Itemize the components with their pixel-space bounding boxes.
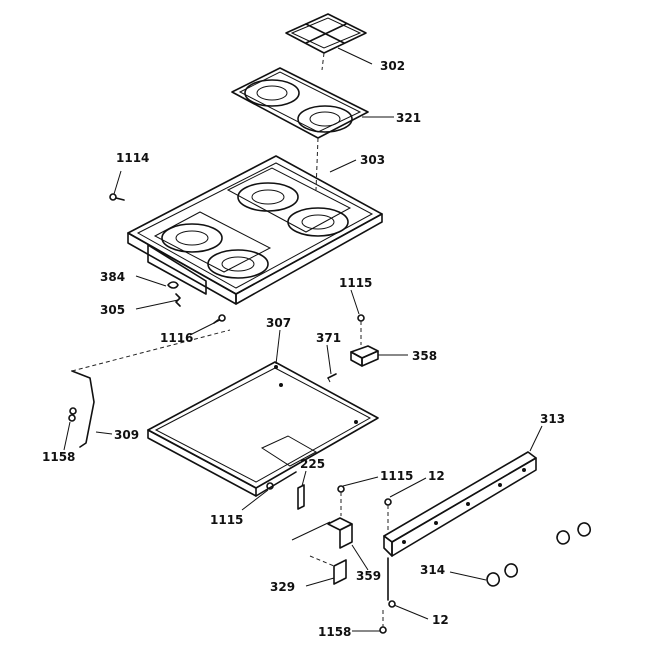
callout-labels: 302 321 303 1114 384 305 1115 1116 307 3… bbox=[42, 59, 565, 639]
callout-307: 307 bbox=[266, 316, 291, 330]
callout-321: 321 bbox=[396, 111, 421, 125]
callout-225: 225 bbox=[300, 457, 325, 471]
part-1115-screw-c bbox=[337, 485, 345, 516]
part-384-clip bbox=[167, 281, 179, 289]
part-1158-screw-a bbox=[68, 414, 76, 422]
callout-1158-b: 1158 bbox=[318, 625, 351, 639]
callout-1115-c: 1115 bbox=[380, 469, 413, 483]
callout-371: 371 bbox=[316, 331, 341, 345]
callout-12-a: 12 bbox=[428, 469, 445, 483]
callout-12-b: 12 bbox=[432, 613, 449, 627]
part-358-bracket bbox=[350, 345, 379, 367]
leader-lines bbox=[63, 47, 543, 632]
part-313-front-rail bbox=[383, 451, 537, 557]
part-359-bracket bbox=[291, 517, 353, 549]
callout-1115-b: 1115 bbox=[210, 513, 243, 527]
callout-309: 309 bbox=[114, 428, 139, 442]
part-12-screw-a bbox=[384, 498, 392, 530]
part-1115-screw-b bbox=[266, 482, 274, 490]
part-1114-screw bbox=[109, 193, 125, 201]
callout-305: 305 bbox=[100, 303, 125, 317]
part-371-clip bbox=[327, 373, 337, 383]
part-321-drip-panel bbox=[231, 67, 369, 191]
callout-384: 384 bbox=[100, 270, 125, 284]
part-1158-screw-b bbox=[379, 610, 387, 634]
callout-329: 329 bbox=[270, 580, 295, 594]
callout-1158-a: 1158 bbox=[42, 450, 75, 464]
callout-359: 359 bbox=[356, 569, 381, 583]
callout-302: 302 bbox=[380, 59, 405, 73]
callout-1114: 1114 bbox=[116, 151, 149, 165]
part-303-cooktop bbox=[127, 155, 383, 305]
callout-303: 303 bbox=[360, 153, 385, 167]
part-309-rod bbox=[69, 329, 231, 448]
part-302-grate bbox=[285, 13, 367, 71]
callout-358: 358 bbox=[412, 349, 437, 363]
part-1115-screw-a bbox=[357, 314, 365, 345]
callout-1116: 1116 bbox=[160, 331, 193, 345]
part-314-knobs bbox=[486, 522, 591, 587]
callout-1115-a: 1115 bbox=[339, 276, 372, 290]
callout-313: 313 bbox=[540, 412, 565, 426]
part-225-bracket bbox=[297, 484, 305, 510]
part-307-bottom-pan bbox=[147, 361, 379, 497]
part-12-screw-b bbox=[387, 557, 396, 608]
callout-314: 314 bbox=[420, 563, 445, 577]
